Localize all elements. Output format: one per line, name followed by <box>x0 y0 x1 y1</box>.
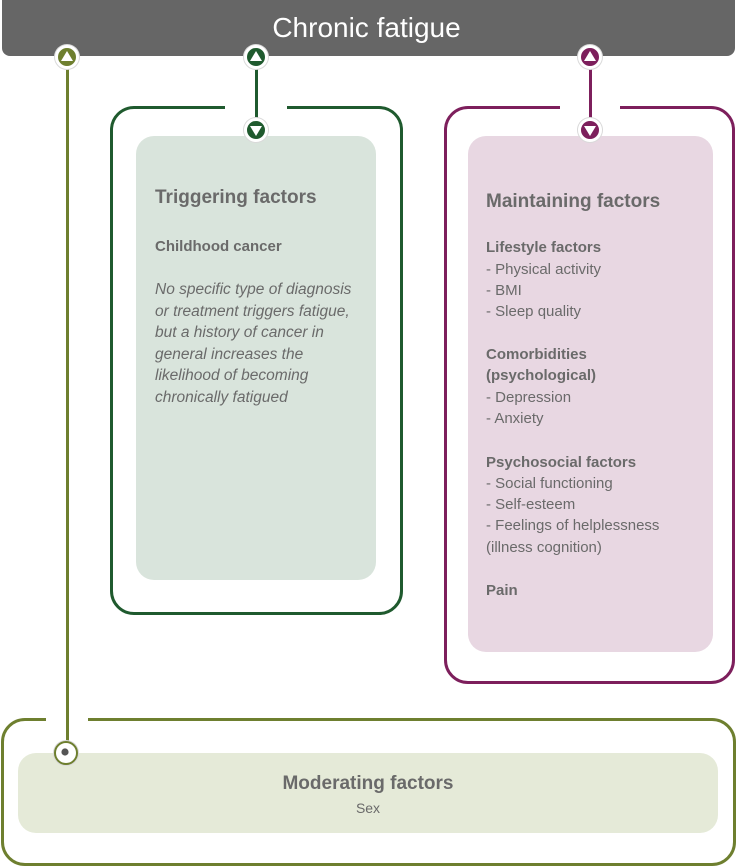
triggering-title: Triggering factors <box>155 187 317 208</box>
diagram-title: Chronic fatigue <box>272 12 461 43</box>
header-bar <box>2 0 735 56</box>
arrow-up-icon <box>55 45 79 69</box>
psychosocial-item: - Feelings of helplessness (illness cogn… <box>486 517 660 556</box>
comorbidities-heading: Comorbidities (psychological) <box>486 346 597 384</box>
moderating-connector <box>66 56 69 752</box>
comorbidities-item: - Anxiety <box>486 410 544 427</box>
lifestyle-heading: Lifestyle factors <box>486 239 602 256</box>
psychosocial-item: - Self-esteem <box>486 496 576 513</box>
dot-icon <box>54 741 78 765</box>
moderating-subtitle: Sex <box>355 800 381 816</box>
maintaining-panel: Maintaining factors Lifestyle factors - … <box>468 136 713 652</box>
psychosocial-item: - Social functioning <box>486 475 613 492</box>
psychosocial-heading: Psychosocial factors <box>486 454 637 471</box>
arrow-down-icon <box>244 118 268 142</box>
triggering-subtitle: Childhood cancer <box>155 238 282 255</box>
lifestyle-item: - Physical activity <box>486 261 602 278</box>
pain-heading: Pain <box>486 582 518 599</box>
triggering-panel: Triggering factors Childhood cancer No s… <box>136 136 376 580</box>
arrow-up-icon <box>244 45 268 69</box>
comorbidities-item: - Depression <box>486 389 572 406</box>
maintaining-title: Maintaining factors <box>486 191 661 212</box>
maintaining-connector <box>589 56 592 130</box>
moderating-title: Moderating factors <box>282 773 454 794</box>
arrow-up-icon <box>578 45 602 69</box>
triggering-description: No specific type of diagnosis or treatme… <box>155 281 352 406</box>
lifestyle-item: - Sleep quality <box>486 303 582 320</box>
triggering-connector <box>255 56 258 130</box>
moderating-panel: Moderating factors Sex <box>18 753 718 833</box>
arrow-down-icon <box>578 118 602 142</box>
lifestyle-item: - BMI <box>486 282 522 299</box>
